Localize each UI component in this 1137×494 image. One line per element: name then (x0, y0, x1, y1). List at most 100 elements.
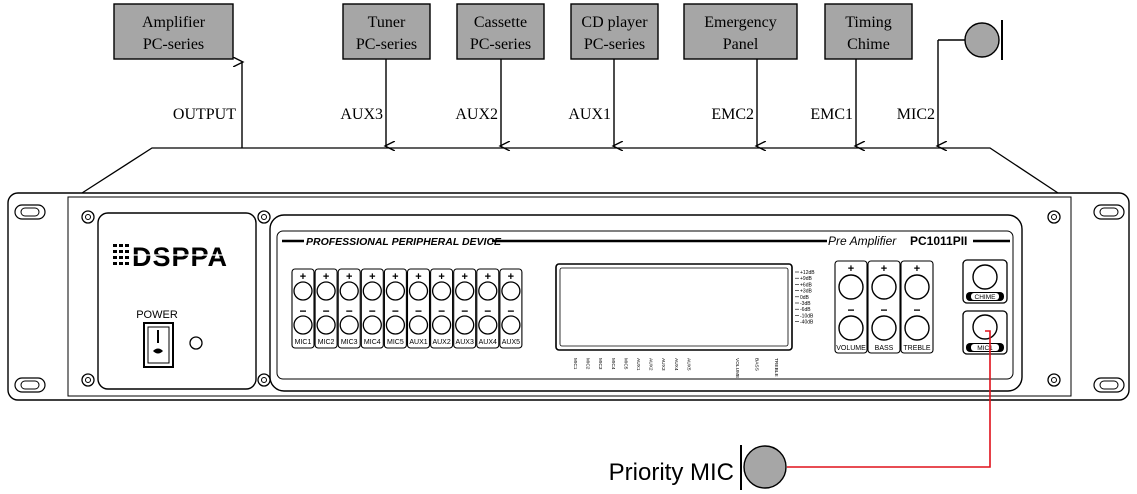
screw (257, 373, 271, 387)
channel-up-button[interactable] (431, 281, 452, 301)
channel-up-button[interactable] (362, 281, 382, 301)
plus-sign: + (508, 271, 514, 283)
channel-mic2: +−MIC2 (314, 268, 338, 349)
channel-aux1: +−AUX1 (406, 268, 431, 349)
meter-scale-label: -3dB (800, 301, 811, 307)
tone-bass: +−BASS (867, 260, 901, 354)
screw (81, 373, 95, 387)
meter-channel-label: AUX1 (635, 358, 641, 371)
plus-sign: + (461, 271, 467, 283)
channel-up-button[interactable] (501, 281, 521, 301)
channel-down-button[interactable] (316, 315, 336, 335)
power-switch[interactable] (143, 322, 174, 368)
tone-treble: +−TREBLE (900, 260, 934, 354)
minus-sign: − (369, 304, 376, 318)
priority-mic (740, 445, 787, 490)
tone-down-button[interactable] (871, 315, 897, 341)
meter-channel-label: AUX3 (660, 358, 666, 371)
connection-label-output: OUTPUT (173, 106, 236, 123)
channel-down-button[interactable] (385, 315, 406, 335)
meter-scale-label: -10dB (800, 313, 814, 319)
source-box-line1: Cassette (474, 14, 527, 31)
channel-down-button[interactable] (362, 315, 382, 335)
channel-up-button[interactable] (385, 281, 406, 301)
plus-sign: + (438, 271, 444, 283)
channel-label: MIC4 (364, 339, 381, 346)
meter-scale-label: +12dB (800, 270, 815, 276)
channel-label: MIC1 (295, 339, 312, 346)
source-box-line1: Tuner (368, 14, 406, 31)
source-box-line1: Amplifier (142, 14, 206, 31)
meter-channel-label: MIC1 (572, 358, 578, 370)
plus-sign: + (300, 271, 306, 283)
channel-mic5: +−MIC5 (383, 268, 407, 349)
model-label: PC1011PII (910, 234, 967, 248)
chime-control[interactable]: CHIME (962, 259, 1008, 304)
channel-mic3: +−MIC3 (337, 268, 361, 349)
mic1-control[interactable]: MIC1 (962, 310, 1008, 355)
chassis-top (81, 147, 1059, 194)
tone-up-button[interactable] (838, 274, 864, 300)
minus-sign: − (415, 304, 422, 318)
channel-up-button[interactable] (339, 281, 359, 301)
source-box-line2: PC-series (584, 36, 645, 53)
logo-text: DSPPA (132, 242, 228, 272)
channel-aux3: +−AUX3 (453, 268, 477, 349)
channel-up-button[interactable] (408, 281, 429, 301)
channel-down-button[interactable] (408, 315, 429, 335)
source-box-line2: PC-series (470, 36, 531, 53)
channel-down-button[interactable] (501, 315, 521, 335)
minus-sign: − (880, 303, 887, 317)
priority-mic-wire (787, 330, 991, 468)
priority-mic-label: Priority MIC (609, 459, 734, 486)
channel-down-button[interactable] (293, 315, 313, 335)
channel-aux4: +−AUX4 (476, 268, 500, 349)
channel-up-button[interactable] (316, 281, 336, 301)
channel-down-button[interactable] (478, 315, 498, 335)
minus-sign: − (847, 303, 854, 317)
meter-channel-label: AUX5 (685, 358, 691, 371)
source-box-line1: Timing (845, 14, 892, 31)
channel-up-button[interactable] (455, 281, 475, 301)
channel-label: MIC3 (341, 339, 358, 346)
meter-channel-label: VOLUME (734, 358, 740, 378)
minus-sign: − (461, 304, 468, 318)
meter-scale-label: +9dB (800, 276, 812, 282)
tone-down-button[interactable] (904, 315, 930, 341)
channel-label: AUX4 (479, 339, 497, 346)
minus-sign: − (913, 303, 920, 317)
channel-label: AUX2 (432, 339, 450, 346)
screw (1047, 373, 1061, 387)
plus-sign: + (323, 271, 329, 283)
screw (1047, 210, 1061, 224)
source-box-line2: PC-series (356, 36, 417, 53)
tone-up-button[interactable] (904, 274, 930, 300)
channel-aux2: +−AUX2 (430, 268, 454, 349)
plus-sign: + (881, 263, 887, 275)
plus-sign: + (415, 271, 421, 283)
tone-up-button[interactable] (871, 274, 897, 300)
channel-down-button[interactable] (339, 315, 359, 335)
channel-down-button[interactable] (455, 315, 475, 335)
plus-sign: + (485, 271, 491, 283)
tone-volume: +−VOLUME (834, 260, 868, 354)
channel-up-button[interactable] (478, 281, 498, 301)
connection-label-emc2: EMC2 (711, 106, 754, 123)
meter-scale-label: -40dB (800, 320, 814, 326)
meter-channel-label: MIC2 (585, 358, 591, 370)
connection-label-aux3: AUX3 (340, 106, 383, 123)
meter-scale-label: +6dB (800, 282, 812, 288)
channel-up-button[interactable] (293, 281, 313, 301)
screw (81, 210, 95, 224)
channel-down-button[interactable] (431, 315, 452, 335)
meter-channel-label: TREBLE (773, 358, 779, 377)
plus-sign: + (914, 263, 920, 275)
connection-label-aux2: AUX2 (455, 106, 498, 123)
tone-down-button[interactable] (838, 315, 864, 341)
power-module: DSPPA POWER (97, 212, 257, 390)
device-header-left: PROFESSIONAL PERIPHERAL DEVICE (306, 236, 502, 248)
minus-sign: − (299, 304, 306, 318)
